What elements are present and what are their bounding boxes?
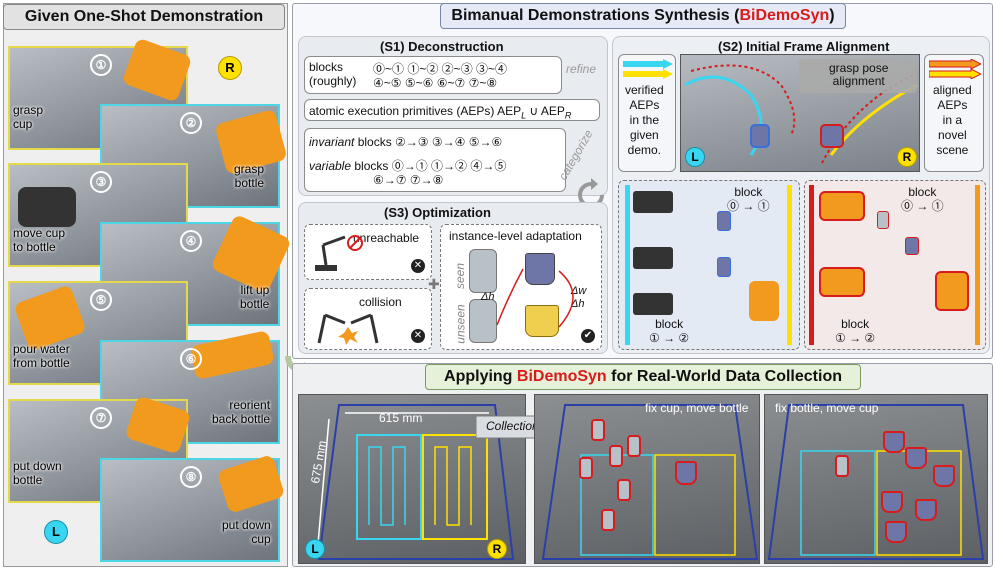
cup-icon xyxy=(675,461,697,485)
aep-box: atomic execution primitives (AEPs) AEPL … xyxy=(304,99,600,121)
plus-icon: ✚ xyxy=(428,276,440,292)
fail-icon: ✕ xyxy=(411,329,425,343)
categorize-box: invariant blocks ②→③ ③→④ ⑤→⑥ variable bl… xyxy=(304,128,566,192)
cup-icon xyxy=(883,431,905,453)
gripper-icon xyxy=(633,247,673,269)
workspace-grid xyxy=(316,404,515,560)
left-trajectory-bar xyxy=(625,185,630,345)
collection-label: Collection xyxy=(486,419,539,433)
step-number: ⑥ xyxy=(180,348,202,370)
cup-icon xyxy=(905,447,927,469)
cup-icon xyxy=(915,499,937,521)
left-aligned-bar xyxy=(809,185,814,345)
bottle-icon xyxy=(627,435,641,457)
step-number: ④ xyxy=(180,230,202,252)
fix-bottle-photo: fix bottle, move cup xyxy=(764,394,988,564)
adaptation-arrows xyxy=(497,268,574,328)
step-number: ② xyxy=(180,112,202,134)
s2-title: (S2) Initial Frame Alignment xyxy=(718,39,890,54)
caption-put-down-bottle: put down bottle xyxy=(13,459,62,487)
step-number: ① xyxy=(90,54,112,76)
right-trajectory-bar xyxy=(787,185,792,345)
cup-icon xyxy=(885,521,907,543)
verified-blocks-panel: block ⓪ → ① block ① → ② xyxy=(618,180,800,350)
cup-icon xyxy=(933,465,955,487)
s1-title: (S1) Deconstruction xyxy=(380,39,504,54)
left-arm-badge: L xyxy=(685,147,705,167)
robot-arm-segment xyxy=(819,191,865,221)
robot-arm-segment xyxy=(749,281,779,321)
right-arm-badge: R xyxy=(218,56,242,80)
left-arm-badge: L xyxy=(44,520,68,544)
gripper-icon xyxy=(633,191,673,213)
refine-label: refine xyxy=(566,62,597,76)
width-label: 615 mm xyxy=(379,411,423,425)
aligned-aeps-box: aligned AEPs in a novel scene xyxy=(924,54,984,172)
seen-cup xyxy=(525,253,555,285)
instance-adaptation-box: instance-level adaptation seen unseen Δh… xyxy=(440,224,602,350)
one-shot-demo-title: Given One-Shot Demonstration xyxy=(3,4,285,30)
fix-cup-photo: fix cup, move bottle xyxy=(534,394,760,564)
real-world-title: Applying BiDemoSyn for Real-World Data C… xyxy=(425,364,861,390)
seen-bottle xyxy=(469,249,497,293)
bottle-icon xyxy=(877,211,889,229)
step-number: ③ xyxy=(90,171,112,193)
unreachable-box: unreachable ✕ xyxy=(304,224,432,280)
cup-icon xyxy=(717,257,731,277)
fix-cup-label: fix cup, move bottle xyxy=(645,401,749,415)
right-arm-badge: R xyxy=(487,539,507,559)
robot-arm-icon xyxy=(315,235,363,271)
bottle-icon xyxy=(609,445,623,467)
demo-frame-1: ① xyxy=(8,37,193,150)
caption-move-cup: move cup to bottle xyxy=(13,226,66,254)
blocks-box: blocks (roughly) ⓪~① ①~② ②~③ ③~④ ④~⑤ ⑤~⑥… xyxy=(304,56,562,94)
cup-icon xyxy=(717,211,731,231)
demo-frame-3: ③ xyxy=(8,163,188,267)
fix-cup-grid xyxy=(541,404,759,560)
s3-title: (S3) Optimization xyxy=(384,205,491,220)
unseen-bottle xyxy=(469,299,497,343)
unseen-cup xyxy=(525,305,559,337)
aligned-arrows-icon xyxy=(929,59,981,79)
left-arm-badge: L xyxy=(305,539,325,559)
caption-grasp-bottle: grasp bottle xyxy=(234,162,265,190)
demo-frame-5: ⑤ xyxy=(8,281,188,385)
fail-icon: ✕ xyxy=(411,259,425,273)
caption-reorient: reorient back bottle xyxy=(212,398,271,426)
robot-arm-segment xyxy=(819,267,865,297)
demo-frame-8: ⑧ xyxy=(100,454,286,562)
fix-bottle-label: fix bottle, move cup xyxy=(775,401,879,415)
alignment-scene: grasp pose alignment L R xyxy=(680,54,920,172)
bottle-icon xyxy=(835,455,849,477)
step-number: ⑦ xyxy=(90,407,112,429)
step-number: ⑤ xyxy=(90,289,112,311)
success-icon: ✔ xyxy=(581,329,595,343)
gripper-icon xyxy=(633,293,673,315)
robot-arm-segment xyxy=(935,271,969,311)
caption-lift-bottle: lift up bottle xyxy=(240,283,270,311)
caption-grasp-cup: grasp cup xyxy=(13,103,44,131)
verified-arrows-icon xyxy=(623,59,673,79)
verified-aeps-box: verified AEPs in the given demo. xyxy=(618,54,676,172)
aligned-blocks-panel: block ⓪ → ① block ① → ② xyxy=(804,180,986,350)
bottle-icon xyxy=(617,479,631,501)
caption-pour-water: pour water from bottle xyxy=(13,342,70,370)
fix-bottle-grid xyxy=(767,404,985,560)
step-number: ⑧ xyxy=(180,466,202,488)
cup-icon xyxy=(905,237,919,255)
bottle-icon xyxy=(579,457,593,479)
right-arm-badge: R xyxy=(897,147,917,167)
collision-box: collision ✕ xyxy=(304,288,432,350)
bottle-icon xyxy=(601,509,615,531)
trajectory-overlay xyxy=(684,64,918,166)
grasp-pose-callout: grasp pose alignment xyxy=(799,59,917,93)
cup-icon xyxy=(881,491,903,513)
synthesis-title: Bimanual Demonstrations Synthesis (BiDem… xyxy=(440,3,846,29)
right-aligned-bar xyxy=(975,185,980,345)
dual-robot-collision-icon xyxy=(317,313,379,345)
caption-put-down-cup: put down cup xyxy=(222,518,271,546)
bottle-icon xyxy=(591,419,605,441)
